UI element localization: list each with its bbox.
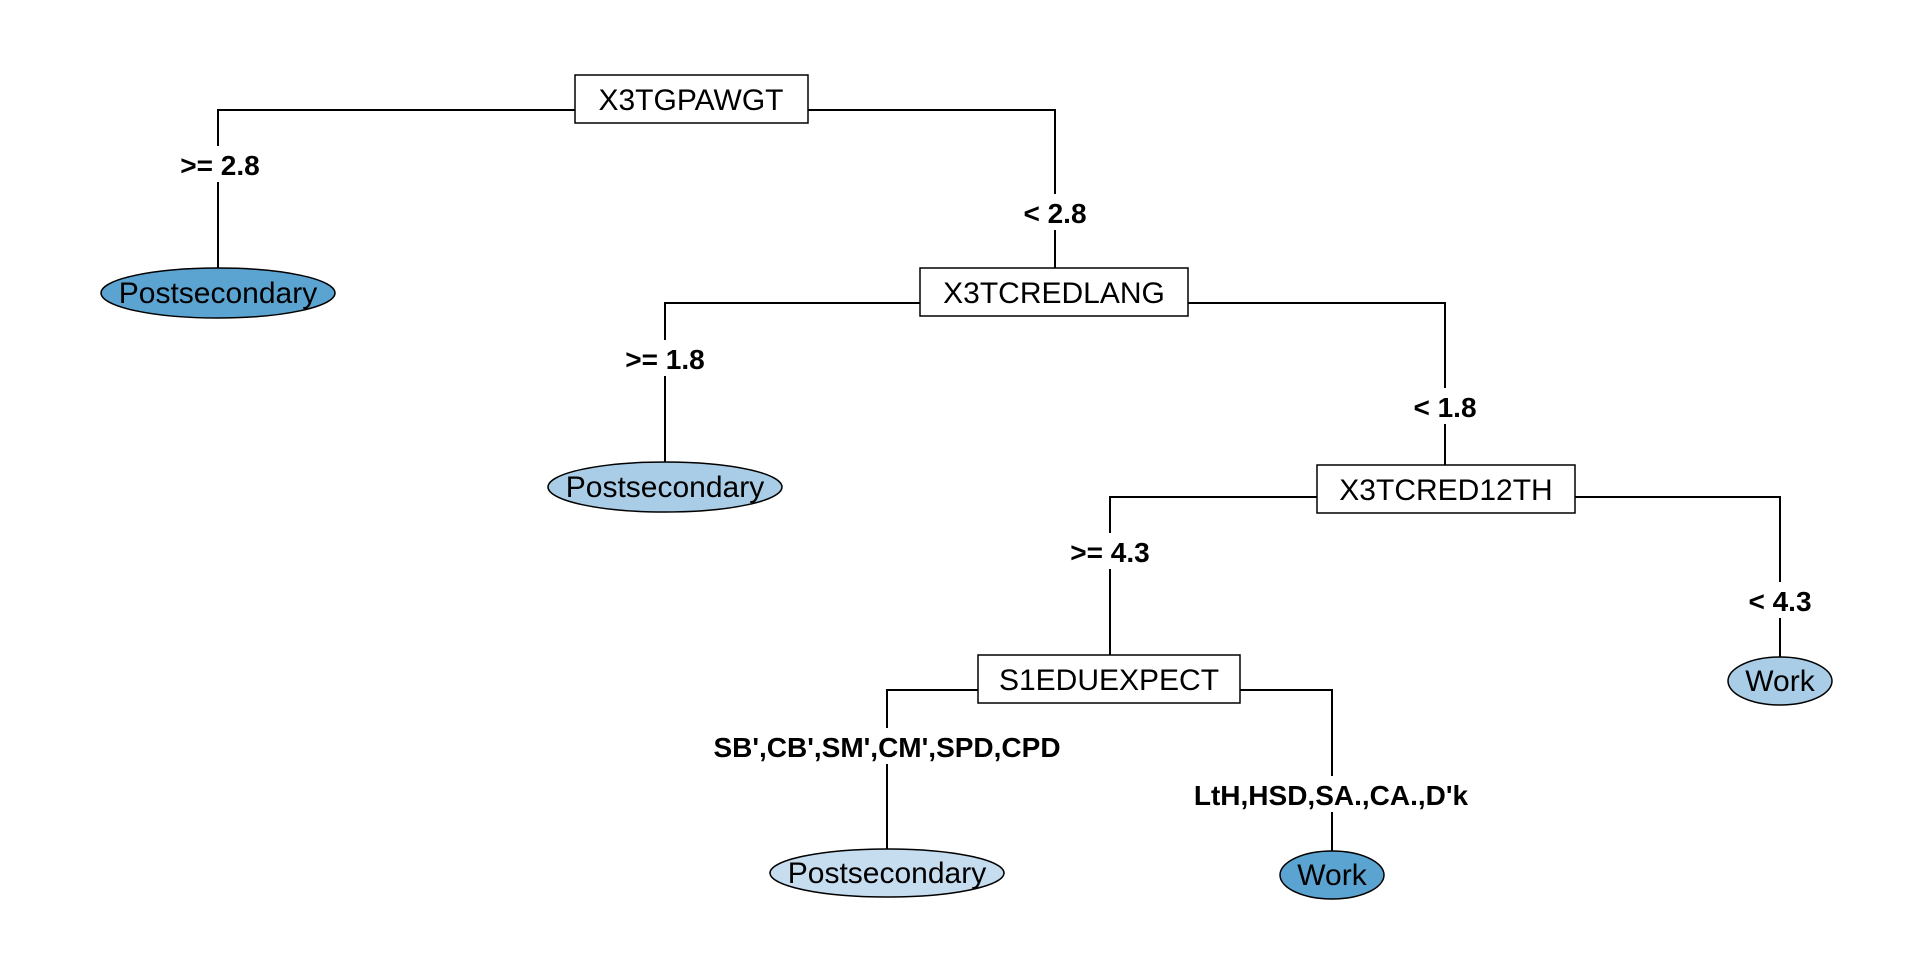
leaf-node-1: Postsecondary — [100, 267, 336, 319]
leaf-node-label: Postsecondary — [119, 277, 317, 310]
leaf-node-5: Work — [1727, 656, 1833, 706]
split-node-root: X3TGPAWGT — [574, 74, 809, 124]
edge-n3-right — [1575, 496, 1781, 662]
leaf-node-4: Work — [1279, 850, 1385, 900]
split-nodes: X3TGPAWGT X3TCREDLANG X3TCRED12TH S1EDUE… — [574, 74, 1576, 704]
edge-label-root-right: < 2.8 — [1023, 198, 1086, 229]
edge-label-root-left: >= 2.8 — [180, 150, 259, 181]
leaf-nodes: Postsecondary Postsecondary Postsecondar… — [100, 267, 1833, 900]
edge-root-left — [217, 109, 575, 268]
edge-label-n4-right: LtH,HSD,SA.,CA.,D'k — [1194, 780, 1469, 811]
edge-n3-left — [1109, 496, 1317, 655]
leaf-node-label: Work — [1745, 665, 1815, 698]
edge-n4-right — [1240, 689, 1333, 853]
split-node-label: X3TGPAWGT — [598, 84, 783, 117]
edge-label-n4-left: SB',CB',SM',CM',SPD,CPD — [713, 732, 1060, 763]
edge-label-n3-left: >= 4.3 — [1070, 537, 1149, 568]
tree-edges — [217, 109, 1781, 853]
edge-label-n3-right: < 4.3 — [1748, 586, 1811, 617]
split-node-label: X3TCREDLANG — [943, 277, 1165, 310]
leaf-node-label: Postsecondary — [788, 857, 986, 890]
leaf-node-label: Postsecondary — [566, 471, 764, 504]
leaf-node-3: Postsecondary — [769, 848, 1005, 898]
split-node-n3: X3TCRED12TH — [1316, 464, 1576, 514]
edge-root-right — [808, 109, 1056, 268]
edge-n2-left — [664, 302, 920, 462]
leaf-node-label: Work — [1297, 859, 1367, 892]
edge-n4-left — [886, 689, 978, 851]
split-node-n2: X3TCREDLANG — [919, 267, 1189, 317]
split-node-n4: S1EDUEXPECT — [977, 654, 1241, 704]
split-node-label: X3TCRED12TH — [1339, 474, 1552, 507]
split-node-label: S1EDUEXPECT — [999, 664, 1219, 697]
edge-n2-right — [1188, 302, 1446, 465]
edge-label-n2-left: >= 1.8 — [625, 344, 704, 375]
edge-labels: >= 2.8 < 2.8 >= 1.8 < 1.8 >= 4.3 < 4.3 S… — [170, 146, 1825, 812]
leaf-node-2: Postsecondary — [547, 461, 783, 513]
edge-label-n2-right: < 1.8 — [1413, 392, 1476, 423]
